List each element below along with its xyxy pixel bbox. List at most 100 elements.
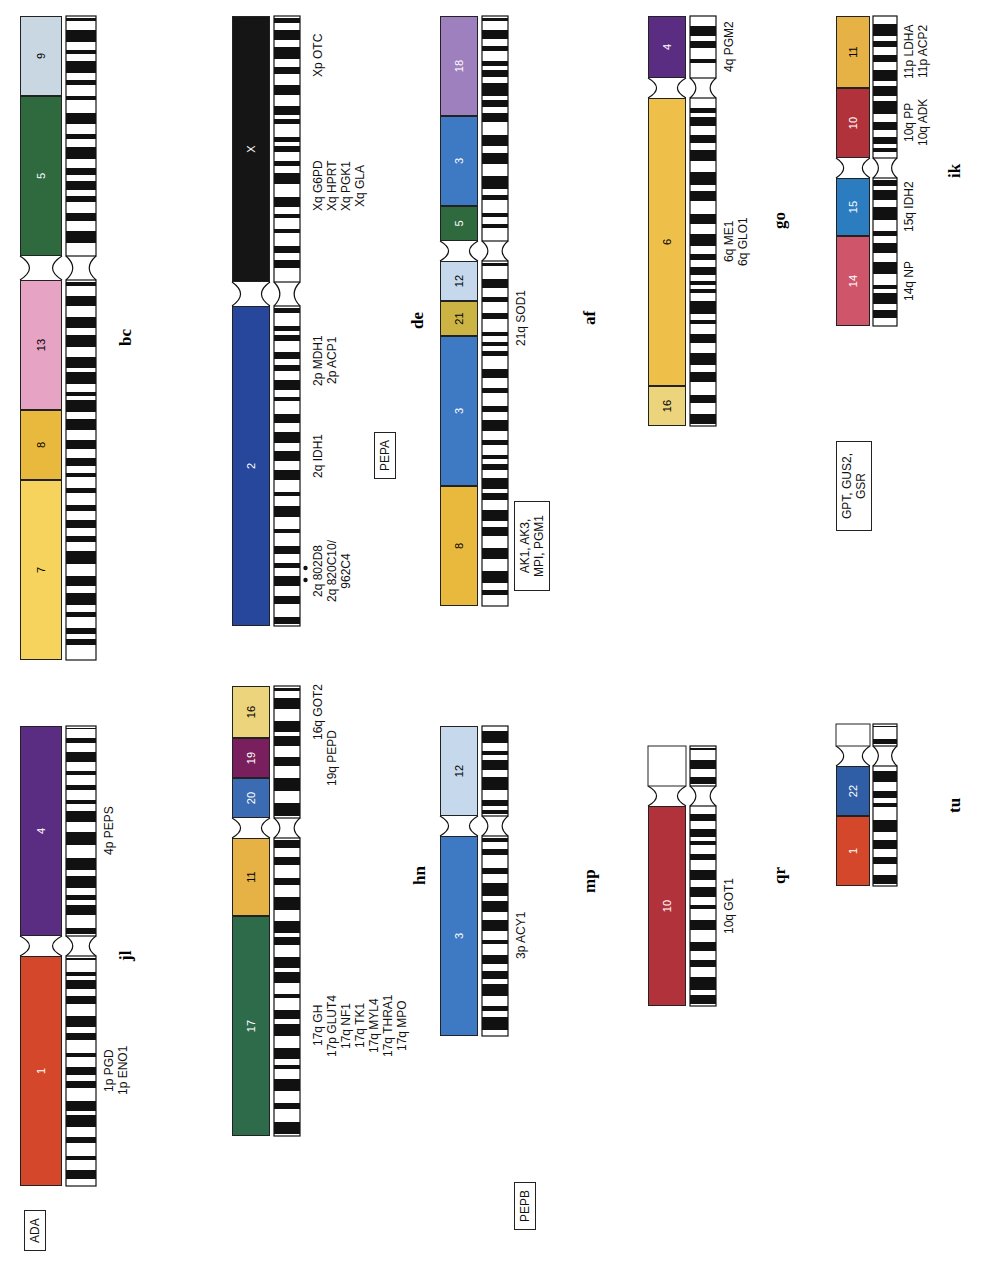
ideogram-band bbox=[66, 858, 96, 870]
ideogram-band bbox=[274, 546, 300, 554]
ideogram-band bbox=[274, 897, 300, 910]
segment-number: 20 bbox=[245, 792, 257, 804]
ideogram-band bbox=[873, 101, 897, 114]
ideogram-band bbox=[482, 342, 508, 346]
gene-label: 17q MPO bbox=[395, 1000, 409, 1051]
ideogram-band bbox=[274, 246, 300, 253]
ideogram-band bbox=[482, 971, 508, 979]
segment-number: 5 bbox=[35, 173, 47, 179]
gene-label: 15q IDH2 bbox=[902, 181, 916, 232]
pair-label: qr bbox=[770, 867, 790, 884]
ideogram-band bbox=[66, 30, 96, 42]
ideogram-band bbox=[66, 1137, 96, 1143]
bar-centromere bbox=[836, 158, 870, 178]
chromosome-segment: 1 bbox=[836, 816, 870, 886]
ideogram-band bbox=[274, 972, 300, 983]
ideogram-band bbox=[873, 875, 897, 884]
ideogram-band bbox=[873, 293, 897, 304]
ideogram-band bbox=[873, 262, 897, 274]
segment-number: 16 bbox=[661, 400, 673, 412]
chromosome-segment: 15 bbox=[836, 178, 870, 236]
ideogram-band bbox=[66, 576, 96, 586]
box-text: PEPA bbox=[378, 440, 392, 471]
ideogram-band bbox=[690, 870, 716, 880]
chromosome-segment: 16 bbox=[648, 386, 686, 426]
chromosome-segment: 19 bbox=[232, 738, 270, 778]
ideogram-band bbox=[274, 146, 300, 152]
pair-label: jl bbox=[116, 951, 136, 961]
box-text: AK1, AK3, MPI, PGM1 bbox=[518, 509, 546, 583]
ideogram-band bbox=[66, 488, 96, 493]
gene-label: 17q THRA1 bbox=[381, 995, 395, 1057]
gene-label: 17q NF1 bbox=[339, 1003, 353, 1049]
ideogram-band bbox=[482, 388, 508, 393]
chromosome-segment: X bbox=[232, 16, 270, 282]
ideogram-band bbox=[66, 785, 96, 790]
ideogram-band bbox=[274, 1024, 300, 1036]
ideogram-band bbox=[482, 751, 508, 755]
ideogram-centromere bbox=[274, 282, 300, 306]
unpainted-segment bbox=[836, 724, 870, 746]
ideogram-band bbox=[482, 810, 508, 814]
ideogram-band bbox=[66, 520, 96, 528]
pair-label: tu bbox=[945, 798, 965, 813]
ideogram-band bbox=[66, 440, 96, 449]
ideogram-band bbox=[66, 1016, 96, 1027]
ideogram-band bbox=[274, 492, 300, 496]
ideogram-band bbox=[66, 296, 96, 306]
chromosome-segment: 12 bbox=[440, 726, 478, 816]
ideogram-band bbox=[690, 234, 716, 246]
ideogram-band bbox=[274, 173, 300, 184]
ideogram-band bbox=[690, 117, 716, 126]
bar-centromere bbox=[648, 78, 686, 98]
gene-box: PEPA bbox=[374, 432, 396, 479]
gene-label: 14q NP bbox=[902, 261, 916, 301]
ideogram-band bbox=[274, 397, 300, 401]
ideogram-band bbox=[66, 134, 96, 139]
gene-label: 1p ENO1 bbox=[116, 1046, 130, 1095]
ideogram-band bbox=[690, 920, 716, 930]
ideogram-band bbox=[482, 224, 508, 228]
ideogram-band bbox=[482, 30, 508, 39]
ideogram-band bbox=[66, 972, 96, 976]
ideogram-band bbox=[482, 83, 508, 96]
ideogram-band bbox=[66, 392, 96, 396]
ideogram-band bbox=[690, 977, 716, 990]
bar-centromere bbox=[232, 282, 270, 306]
segment-number: X bbox=[245, 145, 257, 152]
ideogram-band bbox=[274, 365, 300, 371]
ideogram-band bbox=[66, 505, 96, 511]
ideogram-band bbox=[482, 313, 508, 319]
ideogram-band bbox=[274, 432, 300, 443]
segment-number: 11 bbox=[245, 871, 257, 882]
gene-label: 17p GLUT4 bbox=[325, 995, 339, 1057]
ideogram-band bbox=[274, 470, 300, 480]
ideogram-band bbox=[873, 857, 897, 864]
ideogram-band bbox=[66, 1156, 96, 1160]
ideogram-band bbox=[690, 777, 716, 784]
ideogram-band bbox=[66, 113, 96, 124]
gene-label: 11p ACP2 bbox=[916, 25, 930, 78]
ideogram-band bbox=[873, 310, 897, 318]
gene-label: 2q 802D8 bbox=[311, 545, 325, 597]
segment-number: 4 bbox=[661, 44, 673, 50]
ideogram-arm bbox=[690, 98, 716, 426]
gene-label: 17q MYL4 bbox=[367, 998, 381, 1053]
ideogram-band bbox=[482, 440, 508, 445]
gene-label: 1p PGD bbox=[102, 1049, 116, 1092]
gene-label: 19q PEPD bbox=[325, 730, 339, 786]
segment-number: 10 bbox=[661, 900, 673, 912]
chromosome-segment: 5 bbox=[20, 96, 62, 256]
ideogram-band bbox=[274, 878, 300, 885]
ideogram-arm bbox=[690, 806, 716, 1006]
gene-label: 4q PGM2 bbox=[722, 21, 736, 72]
chromosome-segment: 3 bbox=[440, 836, 478, 1036]
ideogram-band bbox=[482, 571, 508, 583]
ideogram-band bbox=[873, 86, 897, 96]
chromosome-segment: 17 bbox=[232, 916, 270, 1136]
ideogram-band bbox=[482, 590, 508, 595]
chromosome-segment: 9 bbox=[20, 16, 62, 96]
ideogram-band bbox=[873, 207, 897, 220]
ideogram-band bbox=[66, 147, 96, 159]
ideogram-arm bbox=[274, 16, 300, 282]
